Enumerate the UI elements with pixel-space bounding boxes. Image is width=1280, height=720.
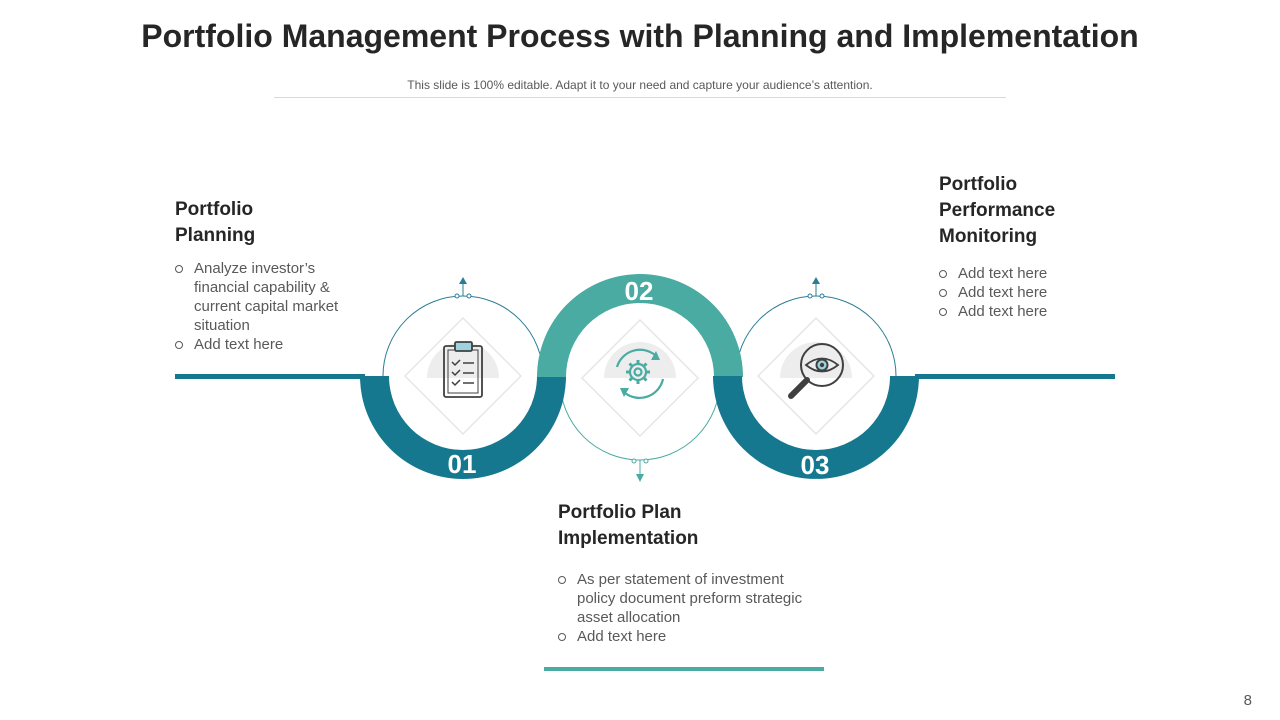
step-2-title: Portfolio Plan Implementation xyxy=(558,502,699,549)
step-2-bullets: As per statement of investment policy do… xyxy=(558,570,823,646)
gear-cycle-icon xyxy=(615,348,665,400)
clipboard-checklist-icon xyxy=(443,341,483,398)
step-1-bullet-2: Add text here xyxy=(175,335,350,354)
step-2-number: 02 xyxy=(625,276,654,306)
step-3-pointer-up xyxy=(807,277,825,299)
page-number: 8 xyxy=(1243,692,1252,709)
magnifier-eye-icon xyxy=(788,343,844,399)
step-1-bullets: Analyze investor’s financial capability … xyxy=(175,259,350,354)
step-3-arc xyxy=(713,376,919,479)
title-divider xyxy=(274,97,1006,98)
step-3-bullets: Add text here Add text here Add text her… xyxy=(939,264,1139,321)
step-2-pointer-down xyxy=(631,458,649,482)
step-1-bullet-1: Analyze investor’s financial capability … xyxy=(175,259,350,335)
step-1-number: 01 xyxy=(448,449,477,479)
step-3-bullet-1: Add text here xyxy=(939,264,1139,283)
step-2-bullet-1: As per statement of investment policy do… xyxy=(558,570,823,627)
step-3-title: Portfolio Performance Monitoring xyxy=(939,174,1056,247)
step-1-title: Portfolio Planning xyxy=(175,199,256,246)
step-1-pointer-up xyxy=(454,277,472,299)
left-connector-bar xyxy=(175,374,365,379)
step-1-arc xyxy=(360,376,566,479)
slide-title: Portfolio Management Process with Planni… xyxy=(141,18,1139,54)
bottom-accent-bar xyxy=(544,667,824,671)
slide-subtitle: This slide is 100% editable. Adapt it to… xyxy=(407,78,873,92)
step-2-bullet-2: Add text here xyxy=(558,627,823,646)
step-3-bullet-3: Add text here xyxy=(939,302,1139,321)
step-2-icon-shade xyxy=(604,342,676,378)
right-connector-bar xyxy=(915,374,1115,379)
step-2-arc xyxy=(537,274,743,377)
step-3-bullet-2: Add text here xyxy=(939,283,1139,302)
step-3-number: 03 xyxy=(801,450,830,480)
step-1-icon-shade xyxy=(427,342,499,378)
